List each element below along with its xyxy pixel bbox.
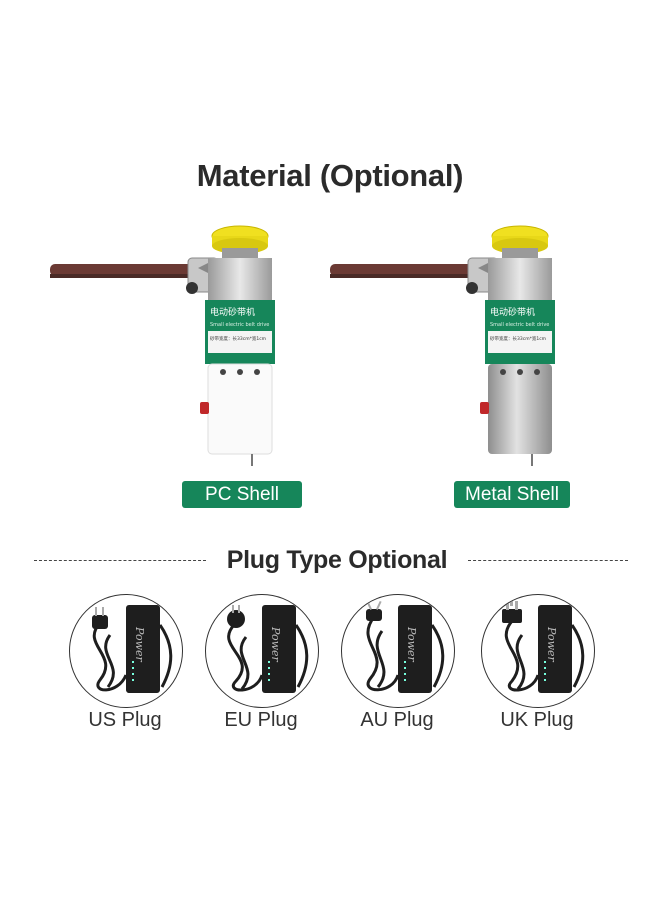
plug-label-eu: EU Plug [224, 709, 298, 731]
device-label-en: Small electric belt drive [210, 322, 269, 328]
option-pc-shell[interactable]: PC Shell [182, 481, 302, 508]
device-label-en: Small electric belt drive [490, 322, 549, 328]
plug-label-uk: UK Plug [500, 709, 574, 731]
product-image-metal-shell: 电动砂带机 Small electric belt drive 砂带宽度：长33… [320, 218, 560, 468]
device-spec: 砂带宽度：长33cm*宽1cm [490, 335, 546, 342]
adapter-text: Power [133, 626, 146, 663]
adapter-text: Power [545, 626, 558, 663]
plug-image-au[interactable]: Power [341, 594, 455, 708]
plug-section-title: Plug Type Optional [226, 546, 448, 574]
device-label-cn: 电动砂带机 [490, 306, 535, 318]
device-spec: 砂带宽度：长33cm*宽1cm [210, 335, 266, 342]
product-image-pc-shell: 电动砂带机 Small electric belt drive 砂带宽度：长33… [40, 218, 280, 468]
plug-section-divider: Plug Type Optional [0, 546, 660, 574]
plug-label-au: AU Plug [360, 709, 434, 731]
page-title: Material (Optional) [196, 158, 464, 193]
dashed-line-left [34, 560, 206, 561]
adapter-text: Power [269, 626, 282, 663]
plug-image-us[interactable]: Power [69, 594, 183, 708]
option-metal-shell[interactable]: Metal Shell [454, 481, 570, 508]
plug-image-uk[interactable]: Power [481, 594, 595, 708]
dashed-line-right [468, 560, 628, 561]
plug-image-eu[interactable]: Power [205, 594, 319, 708]
device-label-cn: 电动砂带机 [210, 306, 255, 318]
plug-label-us: US Plug [88, 709, 162, 731]
adapter-text: Power [405, 626, 418, 663]
